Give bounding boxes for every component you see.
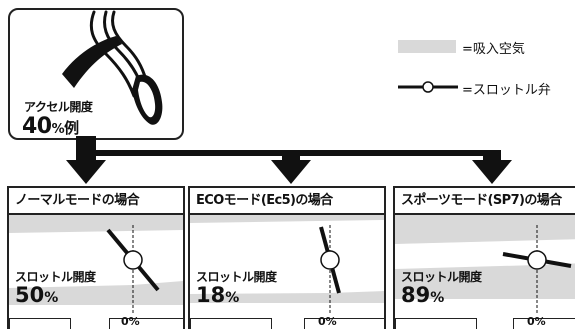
intake-air-lower bbox=[190, 291, 384, 303]
scale-box-right-eco bbox=[304, 318, 384, 329]
accelerator-value-number: 40 bbox=[22, 114, 52, 139]
panel-title-sport: スポーツモード(SP7)の場合 bbox=[395, 188, 575, 215]
throttle-diagram-sport bbox=[395, 215, 575, 315]
intake-air-lower bbox=[395, 263, 575, 299]
accelerator-value-unit: % bbox=[51, 122, 65, 137]
throttle-value-unit-sport: % bbox=[430, 290, 445, 306]
scale-box-left-normal bbox=[9, 318, 71, 329]
throttle-value-number-eco: 18 bbox=[196, 283, 226, 307]
scale-box-left-eco bbox=[190, 318, 272, 329]
scale-box-right-normal bbox=[109, 318, 183, 329]
throttle-opening-value-normal: 50% bbox=[15, 283, 58, 307]
scale-box-right-sport bbox=[513, 318, 575, 329]
throttle-opening-label-eco: スロットル開度 bbox=[196, 270, 277, 284]
throttle-value-unit-normal: % bbox=[44, 290, 59, 306]
panel-title-normal: ノーマルモードの場合 bbox=[9, 188, 183, 215]
zero-percent-label-sport: 0% bbox=[527, 315, 546, 328]
throttle-value-unit-eco: % bbox=[225, 290, 240, 306]
throttle-value-number-normal: 50 bbox=[15, 283, 45, 307]
legend-air-label: =吸入空気 bbox=[462, 42, 525, 57]
arrow-stem-normal bbox=[76, 136, 96, 162]
throttle-opening-value-sport: 89% bbox=[401, 283, 444, 307]
legend-valve-label: =スロットル弁 bbox=[462, 83, 551, 98]
legend-valve-icon bbox=[398, 81, 458, 93]
intake-air-upper bbox=[9, 215, 183, 233]
arrow-head-sport bbox=[472, 160, 512, 184]
accelerator-value-suffix: 例 bbox=[64, 119, 79, 137]
intake-air-upper bbox=[190, 215, 384, 223]
arrow-head-eco bbox=[271, 160, 311, 184]
intake-air-upper bbox=[395, 215, 575, 244]
panel-normal-mode: ノーマルモードの場合 スロットル開度 50% 0% bbox=[7, 186, 185, 329]
pedal-illustration bbox=[62, 10, 163, 125]
throttle-valve-pivot bbox=[320, 250, 340, 270]
arrow-stem-sport bbox=[483, 150, 501, 162]
panel-eco-mode: ECOモード(Ec5)の場合 スロットル開度 18% 0% bbox=[188, 186, 386, 329]
panel-sport-mode: スポーツモード(SP7)の場合 スロットル開度 89% 0% bbox=[393, 186, 575, 329]
panel-title-eco: ECOモード(Ec5)の場合 bbox=[190, 188, 384, 215]
throttle-valve-pivot bbox=[527, 250, 547, 270]
throttle-diagram-eco bbox=[190, 215, 384, 315]
intake-air-lower bbox=[9, 281, 183, 305]
legend-air-swatch bbox=[398, 40, 456, 53]
accelerator-pedal-card: アクセル開度 40%例 bbox=[8, 8, 184, 140]
accelerator-opening-value: 40%例 bbox=[22, 114, 79, 139]
scale-box-left-sport bbox=[395, 318, 477, 329]
throttle-opening-label-normal: スロットル開度 bbox=[15, 270, 96, 284]
throttle-opening-value-eco: 18% bbox=[196, 283, 239, 307]
arrow-stem-eco bbox=[282, 150, 300, 162]
flow-arrows bbox=[66, 136, 512, 184]
throttle-value-number-sport: 89 bbox=[401, 283, 431, 307]
zero-percent-label-normal: 0% bbox=[121, 315, 140, 328]
throttle-diagram-normal bbox=[9, 215, 183, 315]
zero-percent-label-eco: 0% bbox=[318, 315, 337, 328]
throttle-valve-pivot bbox=[123, 250, 143, 270]
throttle-opening-label-sport: スロットル開度 bbox=[401, 270, 482, 284]
arrow-head-normal bbox=[66, 160, 106, 184]
accelerator-opening-label: アクセル開度 bbox=[24, 100, 93, 114]
